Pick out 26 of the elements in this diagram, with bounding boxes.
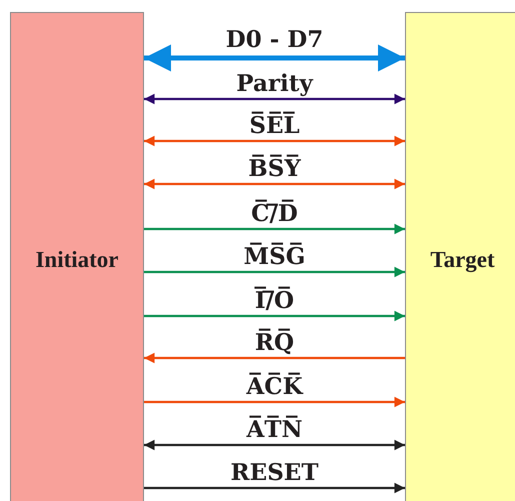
signal-arrow	[144, 178, 405, 190]
signal-arrow	[144, 224, 405, 234]
signal-arrow	[144, 44, 405, 72]
signal-label: B̅S̅Y̅	[248, 156, 301, 182]
signal-label: A̅C̅K̅	[246, 374, 303, 400]
node-label: Target	[430, 246, 495, 272]
signal-arrow	[144, 136, 405, 146]
signal-label: S̅E̅L̅	[249, 113, 300, 138]
node-label: Initiator	[35, 246, 119, 272]
signal-label: Parity	[236, 71, 313, 96]
signal-label: A̅T̅N̅	[246, 417, 302, 442]
signal-label: M̅S̅G̅	[244, 244, 306, 270]
signal-arrow	[144, 310, 405, 322]
signal-arrow	[144, 266, 405, 278]
target-block	[405, 12, 515, 501]
signal-label: R̅Q̅	[254, 330, 294, 356]
signal-label: D0 - D7	[226, 27, 324, 52]
signal-label: I̅/̅O̅	[254, 288, 294, 314]
signal-arrow	[144, 352, 405, 364]
signal-label: RESET	[230, 460, 318, 486]
signal-arrow	[144, 482, 405, 494]
signal-label: C̅/̅D̅	[251, 201, 298, 226]
initiator-block	[10, 12, 144, 501]
signal-arrow	[144, 396, 405, 408]
signal-arrow	[144, 440, 405, 450]
signal-arrow	[144, 94, 405, 104]
